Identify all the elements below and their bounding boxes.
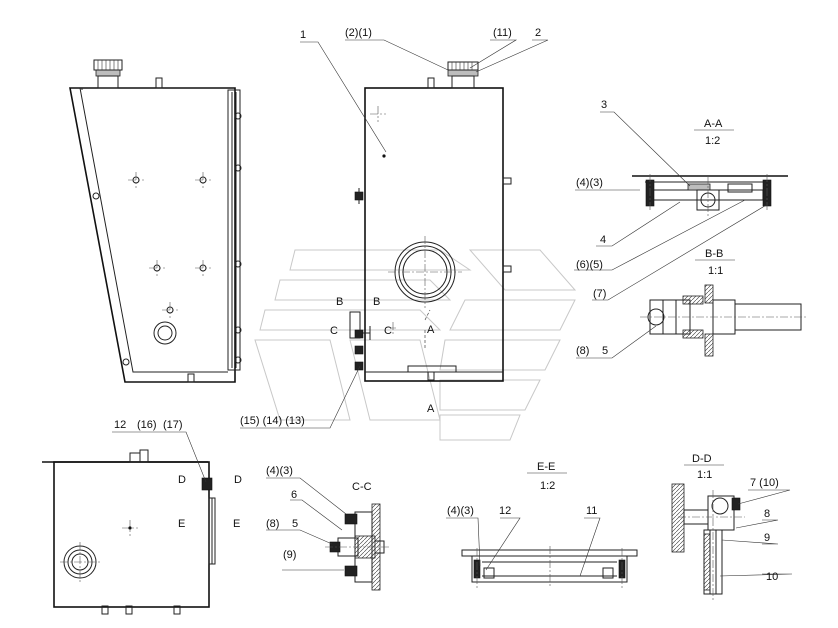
callout-10-dd: 10: [766, 571, 778, 583]
section-dd-scale: 1:1: [697, 469, 712, 481]
section-dd-view: [671, 483, 745, 600]
callout-15-14-13: (15) (14) (13): [240, 415, 305, 427]
callout-9-dd: 9: [764, 532, 770, 544]
callout-6-5: (6)(5): [576, 259, 603, 271]
callout-4-3-cc: (4)(3): [266, 465, 293, 477]
section-cc-title: C-C: [352, 481, 372, 493]
view-letter-d-right: D: [234, 474, 242, 486]
section-bb-view: [640, 284, 808, 357]
section-dd-title: D-D: [692, 453, 712, 465]
callout-8-dd: 8: [764, 508, 770, 520]
callout-1: 1: [300, 29, 306, 41]
view-letter-e-left: E: [178, 518, 185, 530]
front-view-left: [69, 59, 242, 383]
callout-2: 2: [535, 27, 541, 39]
callout-4-3-ee: (4)(3): [447, 505, 474, 517]
section-ee-scale: 1:2: [540, 480, 555, 492]
callout-2-1: (2)(1): [345, 27, 372, 39]
section-bb-scale: 1:1: [708, 265, 723, 277]
callout-9-cc: (9): [283, 549, 296, 561]
watermark: [254, 249, 577, 441]
callout-17: (17): [163, 419, 183, 431]
section-cc-view: [325, 503, 390, 591]
callout-11-ee: 11: [586, 505, 597, 517]
callout-4: 4: [600, 234, 606, 246]
callout-8-bb: (8): [576, 345, 589, 357]
callout-7-10: 7 (10): [750, 477, 779, 489]
callout-16: (16): [137, 419, 157, 431]
section-bb-title: B-B: [705, 248, 723, 260]
callout-12-side: 12: [114, 419, 126, 431]
view-letter-c-right: C: [384, 325, 392, 337]
callout-3: 3: [601, 99, 607, 111]
section-ee-view: [461, 546, 638, 588]
view-letter-e-right: E: [233, 518, 240, 530]
callout-5-cc: 5: [292, 518, 298, 530]
callout-7: (7): [593, 288, 606, 300]
section-aa-title: A-A: [704, 118, 723, 130]
callout-12-ee: 12: [499, 505, 511, 517]
callout-4-3-aa: (4)(3): [576, 177, 603, 189]
callout-11: (11): [493, 27, 512, 39]
view-letter-b-left: B: [336, 296, 343, 308]
view-letter-a-top: A: [427, 324, 435, 336]
section-aa-view: [632, 174, 788, 218]
labels: 1 (2)(1) (11) 2 B B C C A A (15) (14) (1…: [114, 27, 779, 583]
section-ee-title: E-E: [537, 461, 555, 473]
view-letter-d-left: D: [178, 474, 186, 486]
view-letter-a-bottom: A: [427, 403, 435, 415]
leader-lines: [112, 39, 793, 577]
callout-5-bb: 5: [602, 345, 608, 357]
view-letter-b-right: B: [373, 296, 380, 308]
callout-8-cc: (8): [266, 518, 279, 530]
side-view: [42, 449, 216, 615]
front-view-main: [349, 61, 512, 382]
section-aa-scale: 1:2: [705, 135, 720, 147]
callout-6-cc: 6: [291, 489, 297, 501]
view-letter-c-left: C: [330, 325, 338, 337]
